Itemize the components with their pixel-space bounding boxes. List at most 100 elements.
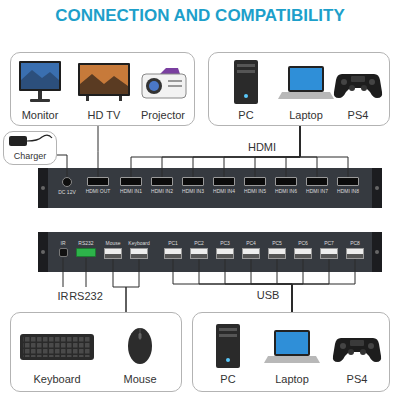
hdmi-port [337, 177, 359, 186]
switch-panel-front [38, 168, 382, 208]
callout-label: USB [257, 289, 280, 301]
cable-line [131, 126, 300, 177]
device-box: Keyboard Mouse [10, 312, 182, 392]
port-node: Mouse [100, 240, 126, 259]
device-label: PC [238, 109, 253, 122]
usb-port [130, 248, 148, 259]
hdmi-port [87, 177, 109, 186]
port-label: PC1 [168, 240, 178, 246]
port-node: HDMI IN2 [147, 177, 177, 195]
port-node: RS232 [73, 240, 99, 257]
port-label: HDMI IN4 [213, 188, 235, 194]
title: CONNECTION AND COMPATIBILITY [55, 6, 345, 26]
usb-port [216, 248, 234, 259]
monitor-icon [19, 61, 61, 102]
cable-line [193, 126, 300, 177]
port-node: HDMI IN8 [333, 177, 363, 195]
callout-label: RS232 [69, 290, 103, 302]
port-label: Keyboard [128, 240, 149, 246]
port-label: RS232 [78, 240, 93, 246]
device-box: Charger [3, 131, 57, 165]
cable-line [224, 126, 300, 177]
port-node: HDMI IN4 [209, 177, 239, 195]
port-node: PC7 [316, 240, 342, 259]
cable-line [292, 259, 329, 312]
cable-line [225, 259, 292, 312]
mouse-icon [128, 328, 152, 364]
port-label: HDMI IN1 [120, 188, 142, 194]
cable-line [292, 259, 303, 312]
device-label: Keyboard [33, 373, 80, 386]
hdmi-port [275, 177, 297, 186]
hdmi-port [120, 177, 142, 186]
cable-line [98, 126, 99, 177]
cable-line [199, 259, 292, 312]
leader-lines [63, 258, 86, 287]
port-label: PC8 [350, 240, 360, 246]
port-node: PC1 [160, 240, 186, 259]
port-label: IR [61, 240, 66, 246]
rs232-terminal [76, 248, 96, 257]
usb-port [320, 248, 338, 259]
cable-line [162, 126, 300, 177]
hdmi-port [244, 177, 266, 186]
hdmi-port [182, 177, 204, 186]
callout-label: IR [58, 290, 69, 302]
laptop-icon [264, 330, 320, 363]
ir-jack [59, 248, 68, 257]
device-label: Laptop [289, 109, 323, 122]
cable-line [277, 259, 292, 312]
port-node: DC 12V [52, 177, 82, 196]
device-label: PS4 [348, 109, 369, 122]
port-label: PC2 [194, 240, 204, 246]
device-label: Mouse [123, 373, 156, 386]
port-node: PC4 [238, 240, 264, 259]
port-label: DC 12V [58, 189, 76, 195]
device-box: PC Laptop PS4 [208, 52, 390, 126]
port-label: HDMI OUT [86, 188, 111, 194]
port-node: PC6 [290, 240, 316, 259]
port-node: IR [50, 240, 76, 257]
device-label: HD TV [88, 109, 121, 122]
port-label: PC5 [272, 240, 282, 246]
callout-label: HDMI [248, 141, 276, 153]
device-label: Monitor [22, 109, 59, 122]
port-label: HDMI IN8 [337, 188, 359, 194]
controller-icon [334, 74, 382, 98]
usb-port [268, 248, 286, 259]
port-label: HDMI IN5 [244, 188, 266, 194]
hdmi-port [151, 177, 173, 186]
cable-line [300, 126, 317, 177]
controller-icon [333, 338, 381, 362]
usb-port [242, 248, 260, 259]
port-node: HDMI IN7 [302, 177, 332, 195]
device-label: Charger [14, 151, 47, 162]
charger-icon [9, 135, 52, 146]
cable-line [292, 259, 355, 312]
port-node: HDMI IN3 [178, 177, 208, 195]
port-label: PC3 [220, 240, 230, 246]
port-node: PC2 [186, 240, 212, 259]
port-node: HDMI IN5 [240, 177, 270, 195]
port-label: HDMI IN6 [275, 188, 297, 194]
device-label: PC [220, 373, 235, 386]
port-node: HDMI IN6 [271, 177, 301, 195]
tv-icon [78, 63, 130, 101]
port-label: HDMI IN2 [151, 188, 173, 194]
cable-line [57, 155, 67, 177]
usb-port [104, 248, 122, 259]
usb-port [164, 248, 182, 259]
cable-line [173, 259, 292, 312]
device-label: Projector [141, 109, 185, 122]
device-box: PCLaptopPS4 [192, 312, 390, 392]
port-label: Mouse [105, 240, 120, 246]
cable-line [113, 259, 126, 312]
device-box: Monitor HD TV Projector [10, 52, 195, 126]
port-label: PC4 [246, 240, 256, 246]
cable-line [286, 126, 300, 177]
keyboard-icon [20, 334, 94, 360]
projector-icon [142, 68, 186, 98]
pc-icon [216, 324, 240, 368]
